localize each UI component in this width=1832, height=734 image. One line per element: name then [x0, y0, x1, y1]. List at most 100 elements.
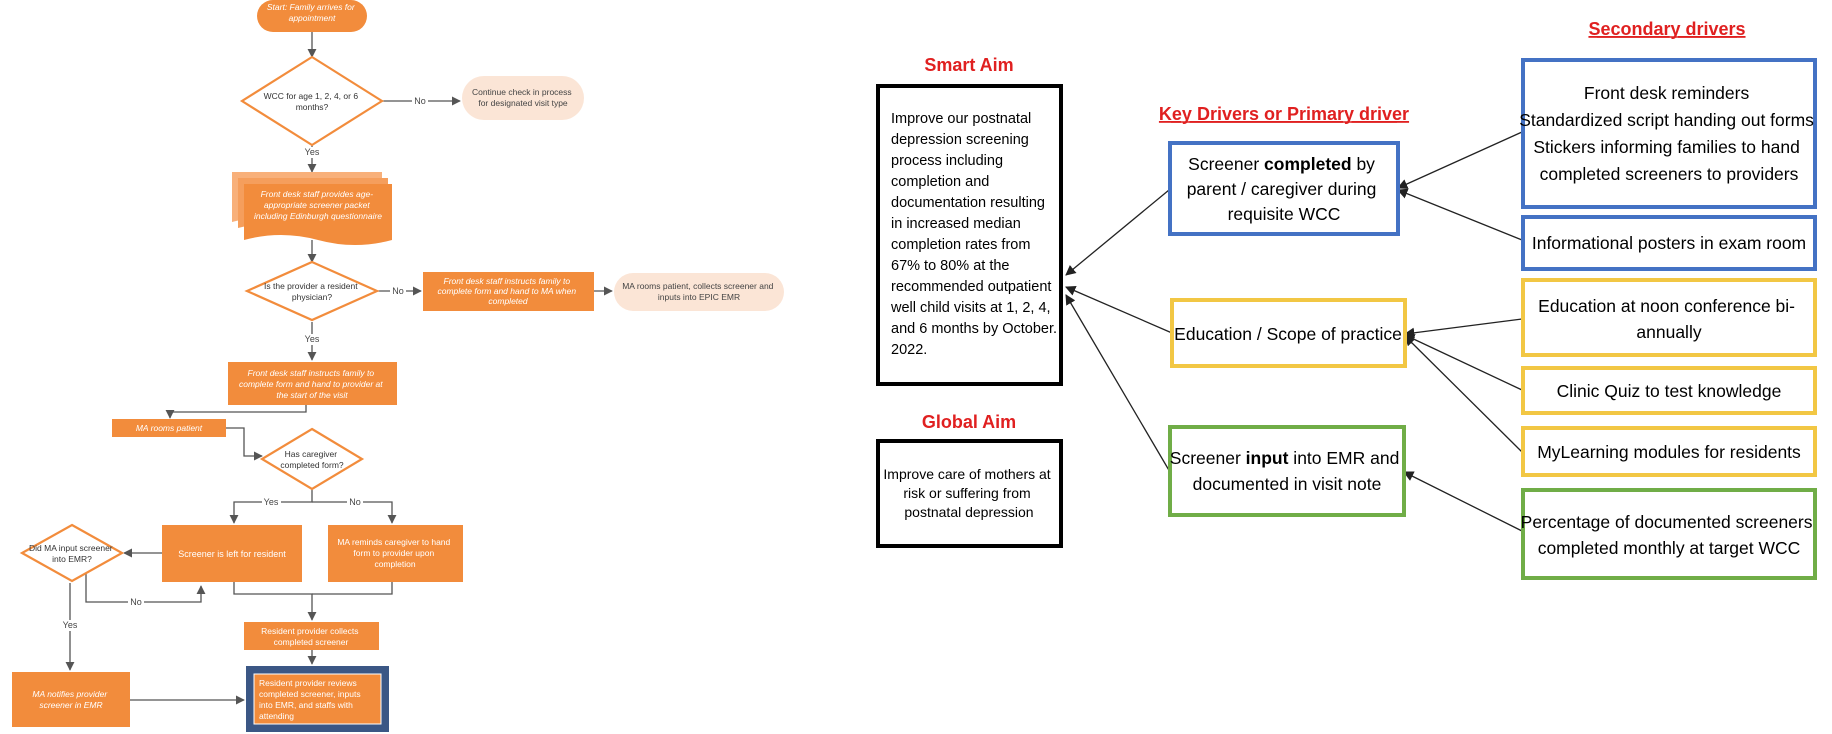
resident-line-2: physician? [292, 292, 332, 302]
epic-line-1: MA rooms patient, collects screener and [622, 281, 773, 291]
instruct-ma-line-2: complete form and hand to MA when [438, 286, 577, 296]
ma-input-line-1: Did MA input screener [29, 543, 113, 553]
wcc-line-1: WCC for age 1, 2, 4, or 6 [264, 91, 359, 101]
notifies-line-1: MA notifies provider [32, 689, 108, 699]
screener-left-node: Screener is left for resident [162, 525, 302, 582]
svg-text:MyLearning modules for residen: MyLearning modules for residents [1537, 442, 1801, 462]
secondary-driver-quiz: Clinic Quiz to test knowledge [1521, 366, 1817, 415]
packet-line-2: appropriate screener packet [264, 200, 370, 210]
instruct-family-provider-node: Front desk staff instructs family to com… [228, 362, 397, 405]
instruct-family-ma-node: Front desk staff instructs family to com… [423, 272, 594, 311]
secondary-drivers-title: Secondary drivers [1588, 19, 1745, 39]
wcc-age-decision: WCC for age 1, 2, 4, or 6 months? [239, 55, 385, 147]
continue-line-2: for designated visit type [478, 98, 568, 108]
svg-text:Informational posters in exam: Informational posters in exam room [1532, 233, 1806, 253]
instruct-ma-line-3: completed [488, 296, 527, 306]
resident-physician-decision: Is the provider a resident physician? [244, 260, 380, 322]
label-no-resident: No [392, 286, 404, 296]
reviews-line-3: into EMR, and staffs with [259, 700, 353, 710]
collects-line-1: Resident provider collects [261, 626, 358, 636]
svg-text:MA reminds caregiver to hand: MA reminds caregiver to hand form to pro… [337, 537, 452, 569]
svg-text:Continue check in process: Continue check in process for designated… [472, 87, 574, 108]
driver-diagram-titles: Smart Aim Global Aim Key Drivers or Prim… [922, 19, 1746, 432]
instruct-prov-line-1: Front desk staff instructs family to [248, 368, 375, 378]
svg-text:Education at noon conference b: Education at noon conference bi- annuall… [1538, 296, 1800, 342]
caregiver-completed-decision: Has caregiver completed form? [259, 427, 365, 491]
svg-text:Front desk staff instructs fam: Front desk staff instructs family to com… [239, 368, 385, 400]
ma-rooms-patient-node: MA rooms patient [112, 419, 226, 437]
flowchart-start-node: Start: Family arrives for appointment [257, 0, 367, 32]
svg-text:Is the provider a resident: Is the provider a resident physician? [264, 281, 360, 302]
start-line-2: appointment [289, 13, 336, 23]
resident-reviews-node: Resident provider reviews completed scre… [246, 666, 389, 732]
svg-text:Front desk staff provides age-: Front desk staff provides age- appropria… [254, 189, 382, 221]
secondary-driver-mylearning: MyLearning modules for residents [1521, 426, 1817, 477]
svg-text:Percentage of documented scree: Percentage of documented screeners compl… [1521, 512, 1818, 558]
svg-text:Resident provider collects: Resident provider collects completed scr… [261, 626, 361, 647]
caregiver-line-2: completed form? [280, 460, 344, 470]
svg-text:MA notifies provider scr: MA notifies provider screener in EMR [32, 689, 109, 710]
collects-line-2: completed screener [274, 637, 349, 647]
continue-checkin-node: Continue check in process for designated… [462, 76, 584, 120]
global-aim-title: Global Aim [922, 412, 1016, 432]
smart-aim-title: Smart Aim [924, 55, 1013, 75]
front-desk-packet-node: Front desk staff provides age- appropria… [232, 172, 392, 245]
key-driver-education: Education / Scope of practice [1170, 298, 1407, 368]
label-yes-wcc: Yes [305, 147, 320, 157]
resident-line-1: Is the provider a resident [264, 281, 358, 291]
svg-text:Screener completed by pa: Screener completed by parent / caregiver… [1187, 154, 1382, 224]
svg-text:Improve our postnatal de: Improve our postnatal depression screeni… [890, 111, 1061, 358]
svg-text:WCC for age 1, 2, 4, or 6: WCC for age 1, 2, 4, or 6 months? [264, 91, 361, 112]
reminds-line-1: MA reminds caregiver to hand [337, 537, 450, 547]
driver-arrows [1065, 131, 1523, 532]
global-aim-box: Improve care of mothers at risk or suffe… [876, 439, 1063, 548]
instruct-prov-line-2: complete form and hand to provider at [239, 379, 383, 389]
svg-text:Front desk reminders Sta: Front desk reminders Standardized script… [1519, 83, 1819, 184]
label-yes-resident: Yes [305, 334, 320, 344]
ma-notifies-node: MA notifies provider screener in EMR [12, 672, 130, 727]
svg-text:Screener input into EMR and: Screener input into EMR and documented i… [1170, 448, 1404, 494]
svg-text:Clinic Quiz to test knowledge: Clinic Quiz to test knowledge [1557, 381, 1782, 401]
packet-line-3: including Edinburgh questionnaire [254, 211, 382, 221]
reminds-line-2: form to provider upon [353, 548, 434, 558]
label-yes-ma-input: Yes [63, 620, 78, 630]
caregiver-line-1: Has caregiver [285, 449, 338, 459]
resident-collects-node: Resident provider collects completed scr… [244, 622, 379, 650]
ma-rooms-line: MA rooms patient [136, 423, 203, 433]
svg-text:Has caregiver completed: Has caregiver completed form? [280, 449, 344, 470]
secondary-driver-posters: Informational posters in exam room [1521, 215, 1817, 271]
flowchart-connectors [65, 32, 613, 705]
continue-line-1: Continue check in process [472, 87, 572, 97]
svg-text:Improve care of mothers at: Improve care of mothers at risk or suffe… [883, 466, 1054, 520]
label-yes-caregiver: Yes [264, 497, 279, 507]
reviews-line-2: completed screener, inputs [259, 689, 361, 699]
svg-text:MA rooms patient: MA rooms patient [136, 423, 203, 433]
secondary-driver-front-desk: Front desk reminders Standardized script… [1519, 58, 1819, 209]
smart-aim-box: Improve our postnatal depression screeni… [876, 84, 1063, 386]
start-line-1: Start: Family arrives for [267, 2, 356, 12]
ma-input-line-2: into EMR? [52, 554, 92, 564]
svg-text:Education / Scope of practice: Education / Scope of practice [1174, 324, 1402, 344]
flowchart-connector-labels: No Yes No Yes Yes No No Yes [61, 96, 428, 631]
instruct-prov-line-3: the start of the visit [276, 390, 348, 400]
ma-input-decision: Did MA input screener into EMR? [19, 523, 125, 583]
ma-reminds-node: MA reminds caregiver to hand form to pro… [328, 525, 463, 582]
key-driver-input: Screener input into EMR and documented i… [1168, 425, 1406, 517]
left-resident-line: Screener is left for resident [178, 549, 286, 559]
svg-text:MA rooms patient, collects scr: MA rooms patient, collects screener and … [622, 281, 776, 302]
notifies-line-2: screener in EMR [39, 700, 102, 710]
svg-text:Start: Family arrives for: Start: Family arrives for appointment [267, 2, 357, 23]
svg-text:Screener is left for resident: Screener is left for resident [178, 549, 286, 559]
key-drivers-title: Key Drivers or Primary driver [1159, 104, 1409, 124]
reminds-line-3: completion [374, 559, 415, 569]
packet-line-1: Front desk staff provides age- [261, 189, 374, 199]
reviews-line-1: Resident provider reviews [259, 678, 357, 688]
label-no-wcc: No [414, 96, 426, 106]
reviews-line-4: attending [259, 711, 294, 721]
instruct-ma-line-1: Front desk staff instructs family to [444, 276, 571, 286]
svg-text:Resident provider reviews: Resident provider reviews completed scre… [259, 678, 363, 721]
label-no-caregiver: No [349, 497, 361, 507]
ma-inputs-epic-node: MA rooms patient, collects screener and … [614, 273, 784, 311]
wcc-line-2: months? [296, 102, 329, 112]
svg-text:Front desk staff instructs fam: Front desk staff instructs family to com… [438, 276, 579, 306]
